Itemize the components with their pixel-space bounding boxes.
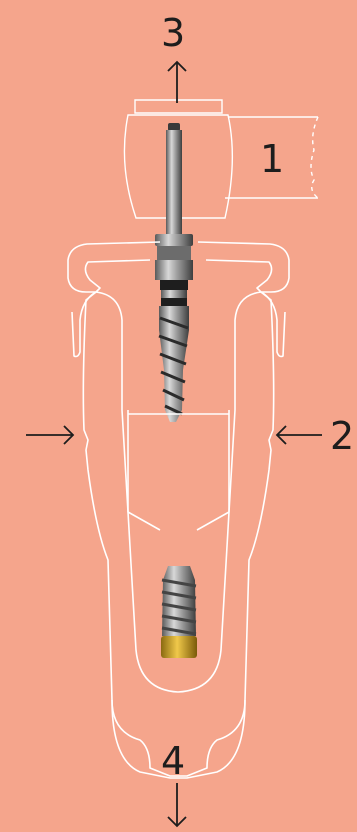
- dental-implant: [161, 566, 197, 658]
- arrow-left-side-right-icon: [26, 426, 73, 444]
- arrow-2-left-icon: [277, 426, 322, 444]
- label-2: 2: [330, 417, 354, 455]
- drill-driver-bit: [155, 123, 193, 422]
- label-4: 4: [161, 742, 185, 780]
- label-3: 3: [161, 14, 185, 52]
- label-1: 1: [260, 140, 284, 178]
- arrow-3-up-icon: [168, 62, 186, 103]
- handpiece-head: [124, 100, 318, 218]
- arrow-4-down-icon: [168, 783, 186, 826]
